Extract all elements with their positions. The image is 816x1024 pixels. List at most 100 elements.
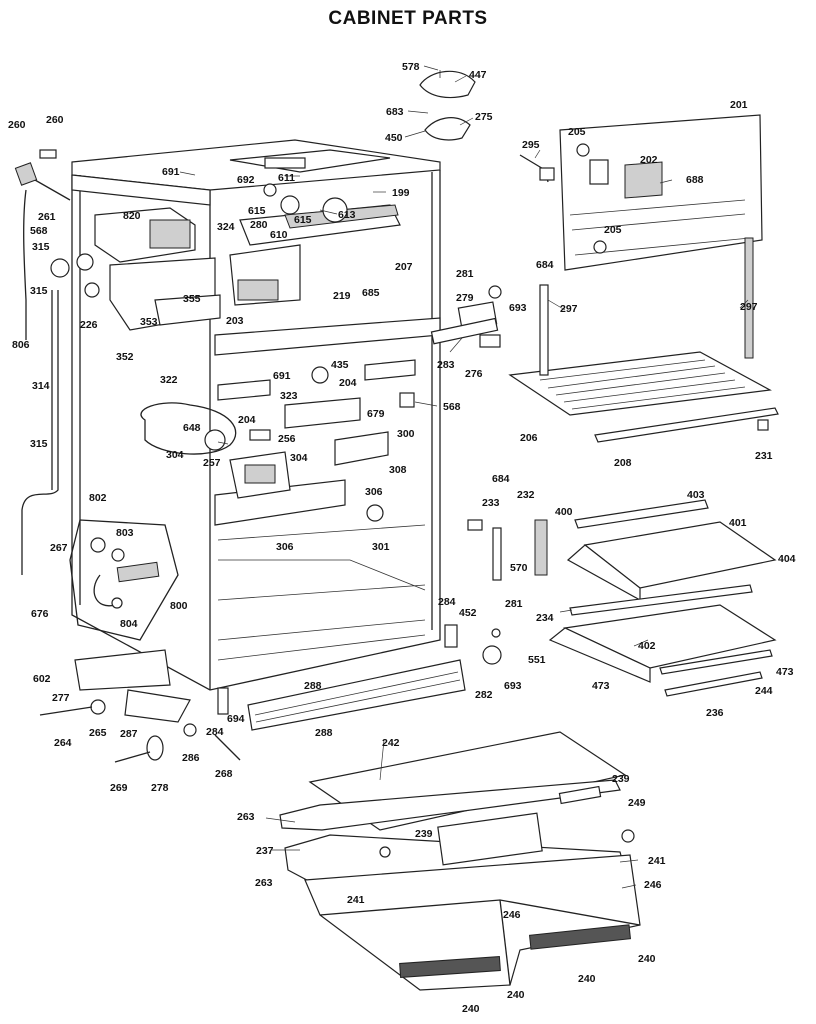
water-tube: [14, 149, 71, 575]
callout-447: 447: [469, 69, 487, 81]
callout-694: 694: [227, 713, 245, 725]
callout-322: 322: [160, 374, 178, 386]
callout-232: 232: [517, 489, 535, 501]
callout-280: 280: [250, 219, 268, 231]
callout-300: 300: [397, 428, 415, 440]
callout-279: 279: [456, 292, 474, 304]
callout-570: 570: [510, 562, 528, 574]
callout-233: 233: [482, 497, 500, 509]
top-hinge: [419, 70, 502, 348]
callout-568-left: 568: [30, 225, 48, 237]
callout-labels: 578 447 683 275 450 201 205 295 202 688 …: [8, 61, 796, 1015]
callout-297-right: 297: [740, 301, 758, 313]
callout-691-mid: 691: [273, 370, 291, 382]
callout-239-right: 239: [612, 773, 630, 785]
callout-802: 802: [89, 492, 107, 504]
damper-assembly: [140, 402, 291, 499]
callout-315-lower: 315: [30, 285, 48, 297]
callout-241-left: 241: [347, 894, 365, 906]
callout-297-left: 297: [560, 303, 578, 315]
callout-306-left: 306: [276, 541, 294, 553]
callout-306-right: 306: [365, 486, 383, 498]
callout-648: 648: [183, 422, 201, 434]
callout-208: 208: [614, 457, 632, 469]
callout-244: 244: [755, 685, 773, 697]
callout-304-left: 304: [166, 449, 184, 461]
callout-263-upper: 263: [237, 811, 255, 823]
callout-602: 602: [33, 673, 51, 685]
callout-692: 692: [237, 174, 255, 186]
callout-610: 610: [270, 229, 288, 241]
callout-568-right: 568: [443, 401, 461, 413]
crisper-drawers: [279, 731, 641, 991]
callout-820: 820: [123, 210, 141, 222]
callout-205-top: 205: [568, 126, 586, 138]
callout-263-lower: 263: [255, 877, 273, 889]
callout-615-left: 615: [248, 205, 266, 217]
callout-204-right: 204: [339, 377, 357, 389]
callout-435: 435: [331, 359, 349, 371]
callout-204-left: 204: [238, 414, 256, 426]
callout-231: 231: [755, 450, 773, 462]
callout-693-upper: 693: [509, 302, 527, 314]
callout-287: 287: [120, 728, 138, 740]
callout-551: 551: [528, 654, 546, 666]
left-housing: [50, 207, 221, 331]
callout-324: 324: [217, 221, 235, 233]
small-shelves: [444, 499, 777, 697]
callout-240-mid: 240: [507, 989, 525, 1001]
control-assembly: [229, 149, 401, 306]
callout-288-upper: 288: [304, 680, 322, 692]
callout-691-top: 691: [162, 166, 180, 178]
callout-264: 264: [54, 737, 72, 749]
callout-355: 355: [183, 293, 201, 305]
callout-301: 301: [372, 541, 390, 553]
callout-269: 269: [110, 782, 128, 794]
kick-plate: [39, 649, 466, 763]
page-title: CABINET PARTS: [328, 8, 488, 29]
callout-284-lower: 284: [206, 726, 224, 738]
callout-688: 688: [686, 174, 704, 186]
callout-282: 282: [475, 689, 493, 701]
callout-684-upper: 684: [536, 259, 554, 271]
callout-684-lower: 684: [492, 473, 510, 485]
callout-452: 452: [459, 607, 477, 619]
rear-panel: [519, 114, 763, 271]
callout-352: 352: [116, 351, 134, 363]
callout-261: 261: [38, 211, 56, 223]
callout-278: 278: [151, 782, 169, 794]
callout-242: 242: [382, 737, 400, 749]
callout-265: 265: [89, 727, 107, 739]
callout-806: 806: [12, 339, 30, 351]
callout-693-lower: 693: [504, 680, 522, 692]
callout-615-right: 615: [294, 214, 312, 226]
callout-257: 257: [203, 457, 221, 469]
callout-219: 219: [333, 290, 351, 302]
thermostat-box: [69, 519, 179, 641]
callout-234: 234: [536, 612, 554, 624]
callout-260-left: 260: [8, 119, 26, 131]
callout-246-center: 246: [503, 909, 521, 921]
callout-473-left: 473: [592, 680, 610, 692]
callout-400: 400: [555, 506, 573, 518]
callout-804: 804: [120, 618, 138, 630]
callout-404: 404: [778, 553, 796, 565]
callout-246-right: 246: [644, 879, 662, 891]
callout-240-center: 240: [578, 973, 596, 985]
callout-256: 256: [278, 433, 296, 445]
callout-315-bottom: 315: [30, 438, 48, 450]
callout-450: 450: [385, 132, 403, 144]
callout-613: 613: [338, 209, 356, 221]
leader-lines: [179, 65, 749, 889]
callout-268: 268: [215, 768, 233, 780]
callout-295: 295: [522, 139, 540, 151]
callout-207: 207: [395, 261, 413, 273]
callout-676: 676: [31, 608, 49, 620]
callout-277: 277: [52, 692, 70, 704]
callout-267: 267: [50, 542, 68, 554]
callout-236: 236: [706, 707, 724, 719]
callout-803: 803: [116, 527, 134, 539]
callout-800: 800: [170, 600, 188, 612]
callout-199: 199: [392, 187, 410, 199]
callout-202: 202: [640, 154, 658, 166]
